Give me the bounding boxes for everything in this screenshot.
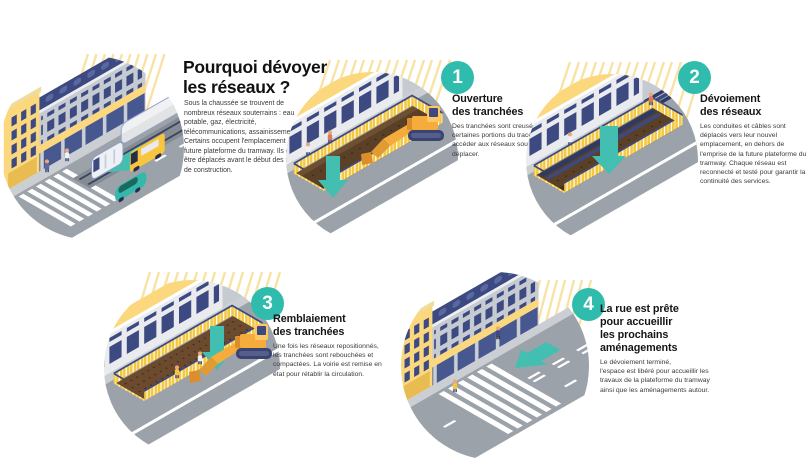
illustration-intro-street xyxy=(0,53,184,240)
arrow-down-icon xyxy=(592,126,626,174)
step-heading: Remblaiement des tranchées xyxy=(273,313,346,338)
car-icon xyxy=(115,172,147,203)
pedestrian-icon xyxy=(495,326,501,340)
step-number-badge: 1 xyxy=(441,61,474,94)
worker-icon xyxy=(648,92,654,106)
step-heading: Ouverture des tranchées xyxy=(452,93,524,118)
pedestrian-icon xyxy=(44,159,50,173)
worker-icon xyxy=(174,365,180,379)
building-icon xyxy=(2,56,148,192)
worker-icon xyxy=(567,132,573,146)
lane-dashes xyxy=(154,140,184,162)
page-title: Pourquoi dévoyer les réseaux ? xyxy=(183,57,327,97)
building-icon xyxy=(401,272,541,406)
worker-icon xyxy=(327,130,333,144)
excavator-icon xyxy=(361,106,444,165)
van-icon xyxy=(129,133,165,172)
step-body: Une fois les réseaux repositionnés, les … xyxy=(273,343,382,378)
trench-icon xyxy=(533,96,683,193)
pedestrian-icon xyxy=(452,379,458,393)
worker-icon xyxy=(197,351,203,365)
illustration-step-2 xyxy=(526,61,700,237)
illustration-step-1 xyxy=(286,59,458,235)
illustration-step-3 xyxy=(99,271,282,445)
step-number-badge: 4 xyxy=(572,288,605,321)
step-body: Les conduites et câbles sont déplacés ve… xyxy=(700,123,807,186)
pedestrian-icon xyxy=(64,148,70,162)
step-number-badge: 2 xyxy=(678,61,711,94)
step-number-badge: 3 xyxy=(251,287,284,320)
excavator-icon xyxy=(189,324,272,383)
worker-icon xyxy=(305,142,311,156)
crosswalk-icon xyxy=(0,168,120,236)
building-icon xyxy=(286,72,442,169)
worker-icon xyxy=(99,353,103,366)
step-heading: Dévoiement des réseaux xyxy=(700,93,762,118)
illustration-step-4 xyxy=(401,272,593,460)
step-heading: La rue est prête pour accueillir les pro… xyxy=(600,303,679,354)
arrow-left-icon xyxy=(515,342,561,368)
arrow-down-icon xyxy=(318,156,348,198)
step-body: Le dévoiement terminé, l'espace est libé… xyxy=(600,359,710,394)
crosswalk-icon xyxy=(438,363,562,434)
